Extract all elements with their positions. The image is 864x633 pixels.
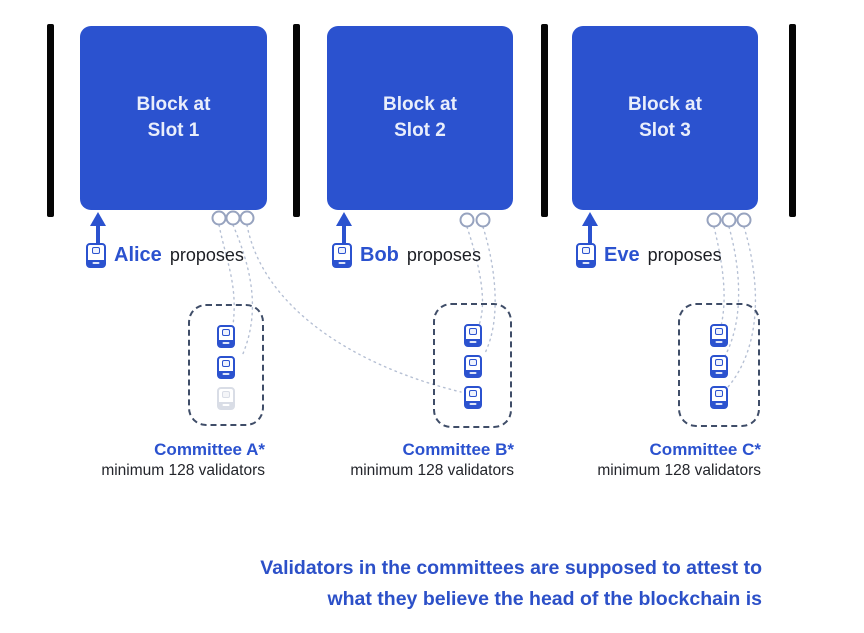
propose-arrow-icon [582,212,598,226]
diagram-caption: Validators in the committees are suppose… [260,553,762,615]
slot-separator-bar [541,24,548,217]
committee-subtitle: minimum 128 validators [101,462,265,479]
proposer-row-alice: Alice proposes [86,243,244,268]
propose-arrow-stem [588,224,592,253]
attestation-port-circle [736,212,752,228]
proposer-action-label: proposes [406,245,481,265]
proposer-row-bob: Bob proposes [332,243,481,268]
attestation-port-circle [706,212,722,228]
attestation-port-circle [459,212,475,228]
proposer-name: Bob [360,244,399,266]
attestation-port-circle [239,210,255,226]
block-slot-1: Block at Slot 1 [80,26,267,210]
validator-device-icon [576,243,596,268]
attestation-line [713,226,725,327]
slot-separator-bar [789,24,796,217]
validator-device-icon [86,243,106,268]
attestation-port-circle [225,210,241,226]
validator-device-icon-inactive [217,387,235,410]
proposer-action-label: proposes [169,245,244,265]
block-title: Block at Slot 3 [628,94,702,141]
propose-arrow-icon [336,212,352,226]
validator-device-icon [463,324,482,347]
attestation-port-circle [211,210,227,226]
propose-arrow-stem [342,224,346,253]
committee-box-c [678,303,760,427]
validator-device-icon [710,324,728,347]
committee-label-b: Committee B* minimum 128 validators [350,439,514,482]
caption-line-2: what they believe the head of the blockc… [327,588,762,610]
propose-arrow-icon [90,212,106,226]
validator-device-icon [710,355,728,378]
attestation-line [232,224,254,357]
committee-subtitle: minimum 128 validators [597,462,761,479]
attestation-line [466,226,484,326]
proposer-action-label: proposes [647,245,722,265]
validator-device-icon [463,386,482,409]
validator-device-icon [710,386,728,409]
committee-name: Committee A* [154,440,265,459]
committee-name: Committee C* [649,440,761,459]
proposer-name: Alice [114,244,162,266]
committee-box-b [433,303,512,428]
validator-device-icon [217,325,235,348]
slot-separator-bar [293,24,300,217]
block-title: Block at Slot 1 [136,94,211,141]
committee-label-a: Committee A* minimum 128 validators [101,439,265,482]
committee-name: Committee B* [402,440,514,459]
committee-label-c: Committee C* minimum 128 validators [597,439,761,482]
slot-separator-bar [47,24,54,217]
attestation-line [482,226,496,356]
block-slot-3: Block at Slot 3 [572,26,758,210]
propose-arrow-stem [96,224,100,253]
validator-device-icon [217,356,235,379]
validator-device-icon [463,355,482,378]
block-title: Block at Slot 2 [383,94,457,141]
committee-box-a [188,304,264,426]
attestation-line [724,226,740,357]
attestation-port-circle [475,212,491,228]
proposer-row-eve: Eve proposes [576,243,722,268]
block-slot-2: Block at Slot 2 [327,26,513,210]
validator-device-icon [332,243,352,268]
proposer-name: Eve [604,244,640,266]
attestation-port-circle [721,212,737,228]
committee-subtitle: minimum 128 validators [350,462,514,479]
attestation-line [218,224,235,326]
caption-line-1: Validators in the committees are suppose… [260,557,762,579]
